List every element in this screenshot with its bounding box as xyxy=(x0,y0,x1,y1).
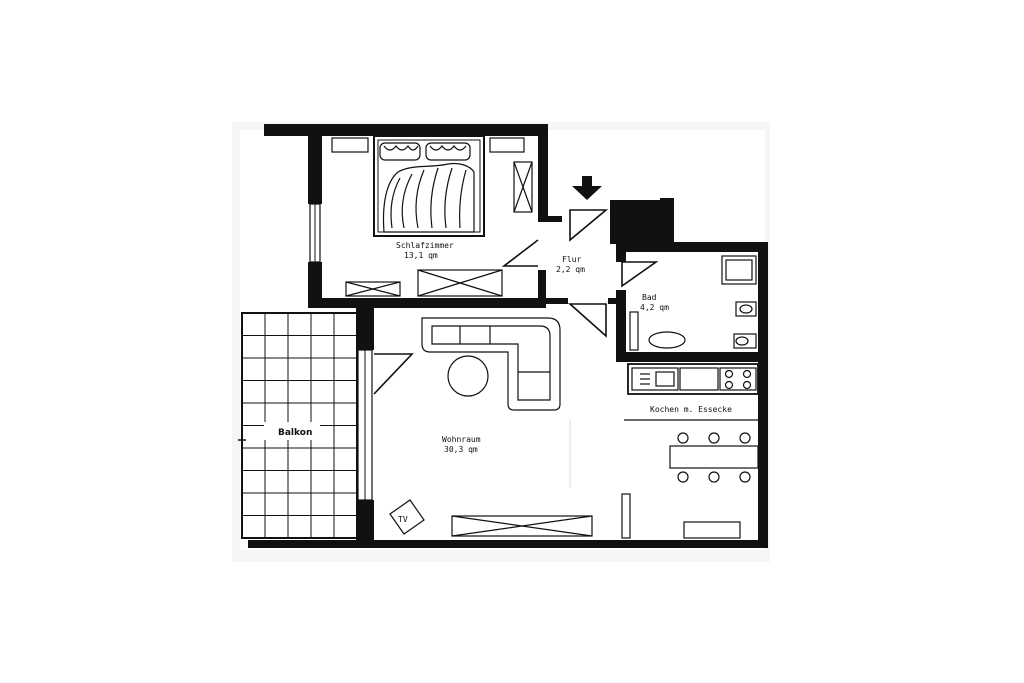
coffee-table xyxy=(447,355,489,397)
living-room-label: Wohnraum xyxy=(442,435,481,444)
sideboard xyxy=(683,521,741,539)
tv-icon: TV xyxy=(389,499,425,535)
balcony-door-swing xyxy=(373,353,414,395)
bedroom-label: Schlafzimmer xyxy=(396,241,454,250)
shower-tray xyxy=(721,255,757,285)
bathroom-fixtures xyxy=(629,255,757,351)
balcony: Balkon xyxy=(238,312,358,539)
bathroom-area: 4,2 qm xyxy=(640,303,669,312)
balcony-label: Balkon xyxy=(278,428,312,438)
living-room-area: 30,3 qm xyxy=(444,445,478,454)
tv-label: TV xyxy=(398,515,408,524)
kitchen-label: Kochen m. Essecke xyxy=(650,405,732,414)
walls xyxy=(248,124,768,548)
kitchen-counter xyxy=(627,363,759,395)
balcony-label-bg xyxy=(264,422,320,440)
washbasin xyxy=(735,301,757,317)
living-door-swing xyxy=(567,303,607,338)
partition xyxy=(621,493,631,539)
lowboard xyxy=(451,515,593,537)
balcony-door xyxy=(357,349,373,501)
bedroom-door-swing xyxy=(501,239,539,267)
stove xyxy=(719,367,757,391)
dining-table xyxy=(669,432,759,483)
toilet xyxy=(733,333,757,349)
bath-door-swing xyxy=(621,261,659,288)
bathroom-label: Bad xyxy=(642,293,657,302)
sink xyxy=(631,367,679,391)
sofa xyxy=(421,317,561,411)
hallway-area: 2,2 qm xyxy=(556,265,585,274)
bedroom-window xyxy=(309,203,321,263)
bedroom-furniture xyxy=(331,135,533,297)
bathtub-oval xyxy=(648,331,686,349)
entrance-door-swing xyxy=(569,209,609,242)
bedroom-area: 13,1 qm xyxy=(404,251,438,260)
entrance-arrow-icon xyxy=(572,176,602,200)
hallway-label: Flur xyxy=(562,255,581,264)
